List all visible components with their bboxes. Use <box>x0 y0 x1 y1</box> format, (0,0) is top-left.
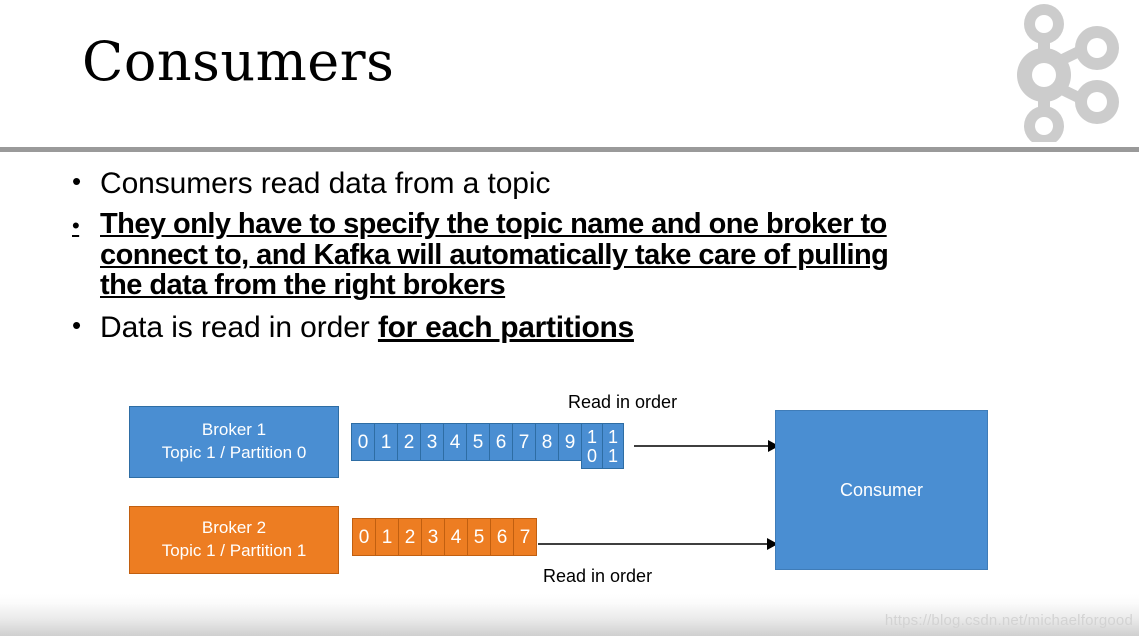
partition-0-cell: 7 <box>512 423 536 461</box>
partition-1-cell: 1 <box>375 518 399 556</box>
partition-0-cell-digit-bottom: 0 <box>586 445 597 466</box>
partition-0-cell: 4 <box>443 423 467 461</box>
consumer-box: Consumer <box>775 410 988 570</box>
bullet-item-2-text: They only have to specify the topic name… <box>100 209 1082 300</box>
page-title: Consumers <box>82 30 395 93</box>
bullet-marker: • <box>72 166 82 196</box>
read-in-order-label-bottom: Read in order <box>543 566 653 586</box>
bullet-marker: • <box>72 213 80 239</box>
bullet-item-2-line-2: connect to, and Kafka will automatically… <box>100 238 889 271</box>
partition-0-cell-digit-top: 1 <box>607 426 618 447</box>
bullet-item-2: • They only have to specify the topic na… <box>72 209 1082 300</box>
title-divider <box>0 147 1139 152</box>
footer-gradient <box>0 594 1139 636</box>
arrow-partition-0-to-consumer-icon <box>634 440 779 452</box>
partition-1-cell: 7 <box>513 518 537 556</box>
partition-1-cell: 2 <box>398 518 422 556</box>
bullet-item-1: • Consumers read data from a topic <box>72 166 1082 201</box>
broker-1-name: Broker 1 <box>201 420 267 440</box>
partition-0-row: 0 1 2 3 4 5 6 7 8 9 1 0 1 1 <box>351 423 624 469</box>
partition-1-cell: 6 <box>490 518 514 556</box>
partition-1-row: 0 1 2 3 4 5 6 7 <box>352 518 537 556</box>
partition-0-cell: 1 0 <box>581 423 603 469</box>
broker-2-name: Broker 2 <box>201 518 267 538</box>
partition-0-cell-digit-top: 1 <box>586 426 597 447</box>
bullet-marker: • <box>72 309 82 340</box>
bullet-item-3: • Data is read in order for each partiti… <box>72 310 1082 345</box>
partition-0-cell: 6 <box>489 423 513 461</box>
partition-0-cell: 9 <box>558 423 582 461</box>
partition-0-cell: 0 <box>351 423 375 461</box>
bullet-item-3-text: Data is read in order for each partition… <box>100 310 1082 345</box>
bullet-item-2-line-3: the data from the right brokers <box>100 269 506 302</box>
partition-1-cell: 3 <box>421 518 445 556</box>
watermark-text: https://blog.csdn.net/michaelforgood <box>884 612 1133 629</box>
partition-0-cell: 5 <box>466 423 490 461</box>
broker-1-topic: Topic 1 / Partition 0 <box>161 443 307 462</box>
bullet-item-3-prefix: Data is read in order <box>100 310 378 344</box>
partition-1-cell: 0 <box>352 518 376 556</box>
partition-0-cell: 8 <box>535 423 559 461</box>
broker-2-box: Broker 2 Topic 1 / Partition 1 <box>129 506 339 574</box>
kafka-logo-icon <box>1017 4 1119 142</box>
partition-0-cell: 1 <box>374 423 398 461</box>
partition-0-cell: 3 <box>420 423 444 461</box>
bullet-item-1-text: Consumers read data from a topic <box>100 167 551 200</box>
bullet-list: • Consumers read data from a topic • The… <box>72 166 1082 345</box>
partition-1-cell: 5 <box>467 518 491 556</box>
broker-2-topic: Topic 1 / Partition 1 <box>161 541 307 560</box>
arrow-partition-1-to-consumer-icon <box>538 538 778 550</box>
partition-0-cell: 1 1 <box>602 423 624 469</box>
bullet-item-3-emphasis: for each partitions <box>377 310 634 344</box>
broker-1-box: Broker 1 Topic 1 / Partition 0 <box>129 406 339 478</box>
read-in-order-label-top: Read in order <box>568 392 678 412</box>
partition-0-cell: 2 <box>397 423 421 461</box>
bullet-item-2-line-1: They only have to specify the topic name… <box>100 208 887 241</box>
partition-0-cell-digit-bottom: 1 <box>607 445 618 466</box>
partition-1-cell: 4 <box>444 518 468 556</box>
